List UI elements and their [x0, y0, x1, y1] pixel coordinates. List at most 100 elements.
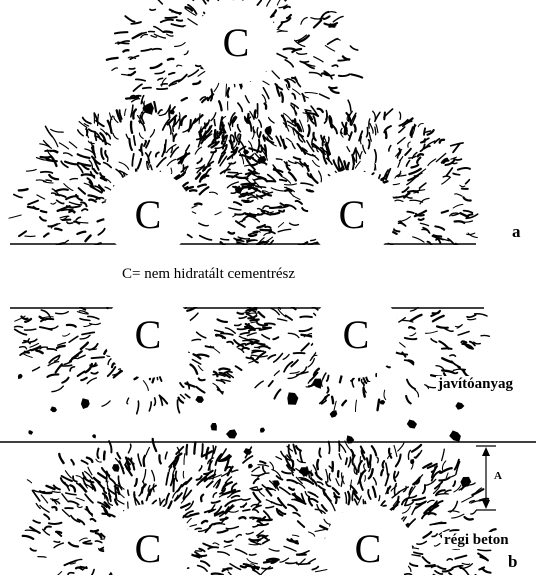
texture-stroke — [44, 233, 49, 236]
texture-stroke — [282, 18, 291, 22]
particle-letter: C — [135, 312, 162, 357]
texture-stroke — [117, 500, 124, 504]
texture-stroke — [249, 544, 258, 545]
texture-stroke — [434, 235, 442, 236]
texture-stroke — [277, 0, 281, 5]
texture-stroke — [188, 70, 198, 77]
texture-stroke — [101, 149, 103, 159]
texture-stroke — [395, 352, 407, 355]
debris-blob — [211, 423, 217, 431]
texture-stroke — [259, 312, 265, 317]
texture-stroke — [333, 127, 337, 134]
texture-stroke — [435, 226, 444, 229]
texture-stroke — [189, 313, 198, 321]
texture-stroke — [20, 347, 27, 349]
texture-stroke — [351, 450, 353, 456]
texture-stroke — [461, 341, 466, 342]
texture-stroke — [148, 152, 151, 161]
texture-stroke — [195, 528, 201, 529]
texture-stroke — [265, 227, 271, 228]
texture-stroke — [311, 499, 318, 502]
texture-stroke — [214, 120, 215, 126]
texture-stroke — [417, 542, 426, 545]
texture-stroke — [125, 109, 126, 116]
texture-stroke — [33, 520, 40, 522]
texture-stroke — [133, 110, 136, 119]
particle-a-left: C — [104, 170, 192, 258]
texture-stroke — [249, 120, 251, 131]
texture-stroke — [288, 333, 299, 337]
texture-stroke — [264, 233, 270, 235]
texture-stroke — [286, 316, 292, 320]
texture-stroke — [238, 327, 250, 329]
texture-stroke — [168, 59, 174, 60]
texture-stroke — [56, 189, 68, 191]
texture-stroke — [211, 346, 220, 353]
texture-stroke — [219, 368, 229, 369]
texture-stroke — [453, 173, 460, 174]
texture-stroke — [151, 64, 162, 68]
texture-stroke — [85, 541, 91, 542]
texture-stroke — [19, 189, 28, 190]
texture-stroke — [143, 88, 151, 89]
texture-stroke — [225, 500, 236, 506]
texture-stroke — [161, 20, 173, 22]
texture-stroke — [96, 459, 102, 462]
texture-stroke — [79, 188, 85, 194]
texture-stroke — [104, 163, 112, 168]
texture-stroke — [374, 164, 375, 171]
texture-stroke — [259, 132, 261, 138]
texture-stroke — [221, 518, 228, 520]
texture-stroke — [77, 506, 82, 508]
texture-stroke — [259, 120, 262, 127]
texture-stroke — [65, 471, 71, 478]
texture-stroke — [405, 149, 411, 155]
texture-stroke — [419, 219, 424, 220]
texture-stroke — [104, 452, 105, 460]
texture-stroke — [132, 99, 140, 102]
texture-stroke — [179, 398, 184, 403]
texture-stroke — [393, 229, 399, 232]
texture-stroke — [413, 498, 425, 501]
texture-stroke — [239, 317, 246, 319]
texture-stroke — [196, 387, 204, 393]
texture-stroke — [144, 141, 146, 146]
texture-stroke — [482, 568, 490, 573]
debris-blob — [248, 464, 253, 469]
texture-stroke — [198, 566, 207, 572]
texture-stroke — [408, 519, 415, 527]
texture-stroke — [56, 312, 69, 314]
texture-stroke — [435, 571, 442, 574]
texture-stroke — [202, 444, 203, 455]
texture-stroke — [263, 540, 269, 544]
texture-stroke — [325, 46, 334, 52]
texture-stroke — [378, 400, 380, 411]
texture-stroke — [379, 496, 380, 501]
texture-stroke — [112, 68, 118, 71]
particle-letter: C — [223, 20, 250, 65]
texture-stroke — [344, 161, 346, 169]
texture-stroke — [150, 9, 155, 10]
texture-stroke — [442, 211, 448, 213]
texture-stroke — [215, 330, 224, 332]
texture-stroke — [315, 570, 327, 572]
texture-stroke — [255, 381, 263, 388]
texture-stroke — [84, 324, 92, 326]
texture-stroke — [265, 104, 267, 109]
texture-stroke — [54, 543, 63, 548]
particle-letter: C — [355, 526, 382, 571]
texture-stroke — [115, 488, 116, 499]
texture-stroke — [420, 183, 426, 188]
texture-stroke — [464, 197, 471, 200]
texture-stroke — [439, 478, 449, 481]
texture-stroke — [198, 185, 206, 187]
texture-stroke — [250, 487, 257, 489]
texture-stroke — [62, 510, 69, 517]
debris-blob — [260, 428, 265, 433]
texture-stroke — [177, 65, 182, 66]
texture-stroke — [40, 491, 52, 493]
texture-stroke — [47, 349, 56, 350]
texture-stroke — [417, 158, 420, 163]
texture-stroke — [474, 342, 481, 344]
texture-stroke — [433, 316, 444, 322]
